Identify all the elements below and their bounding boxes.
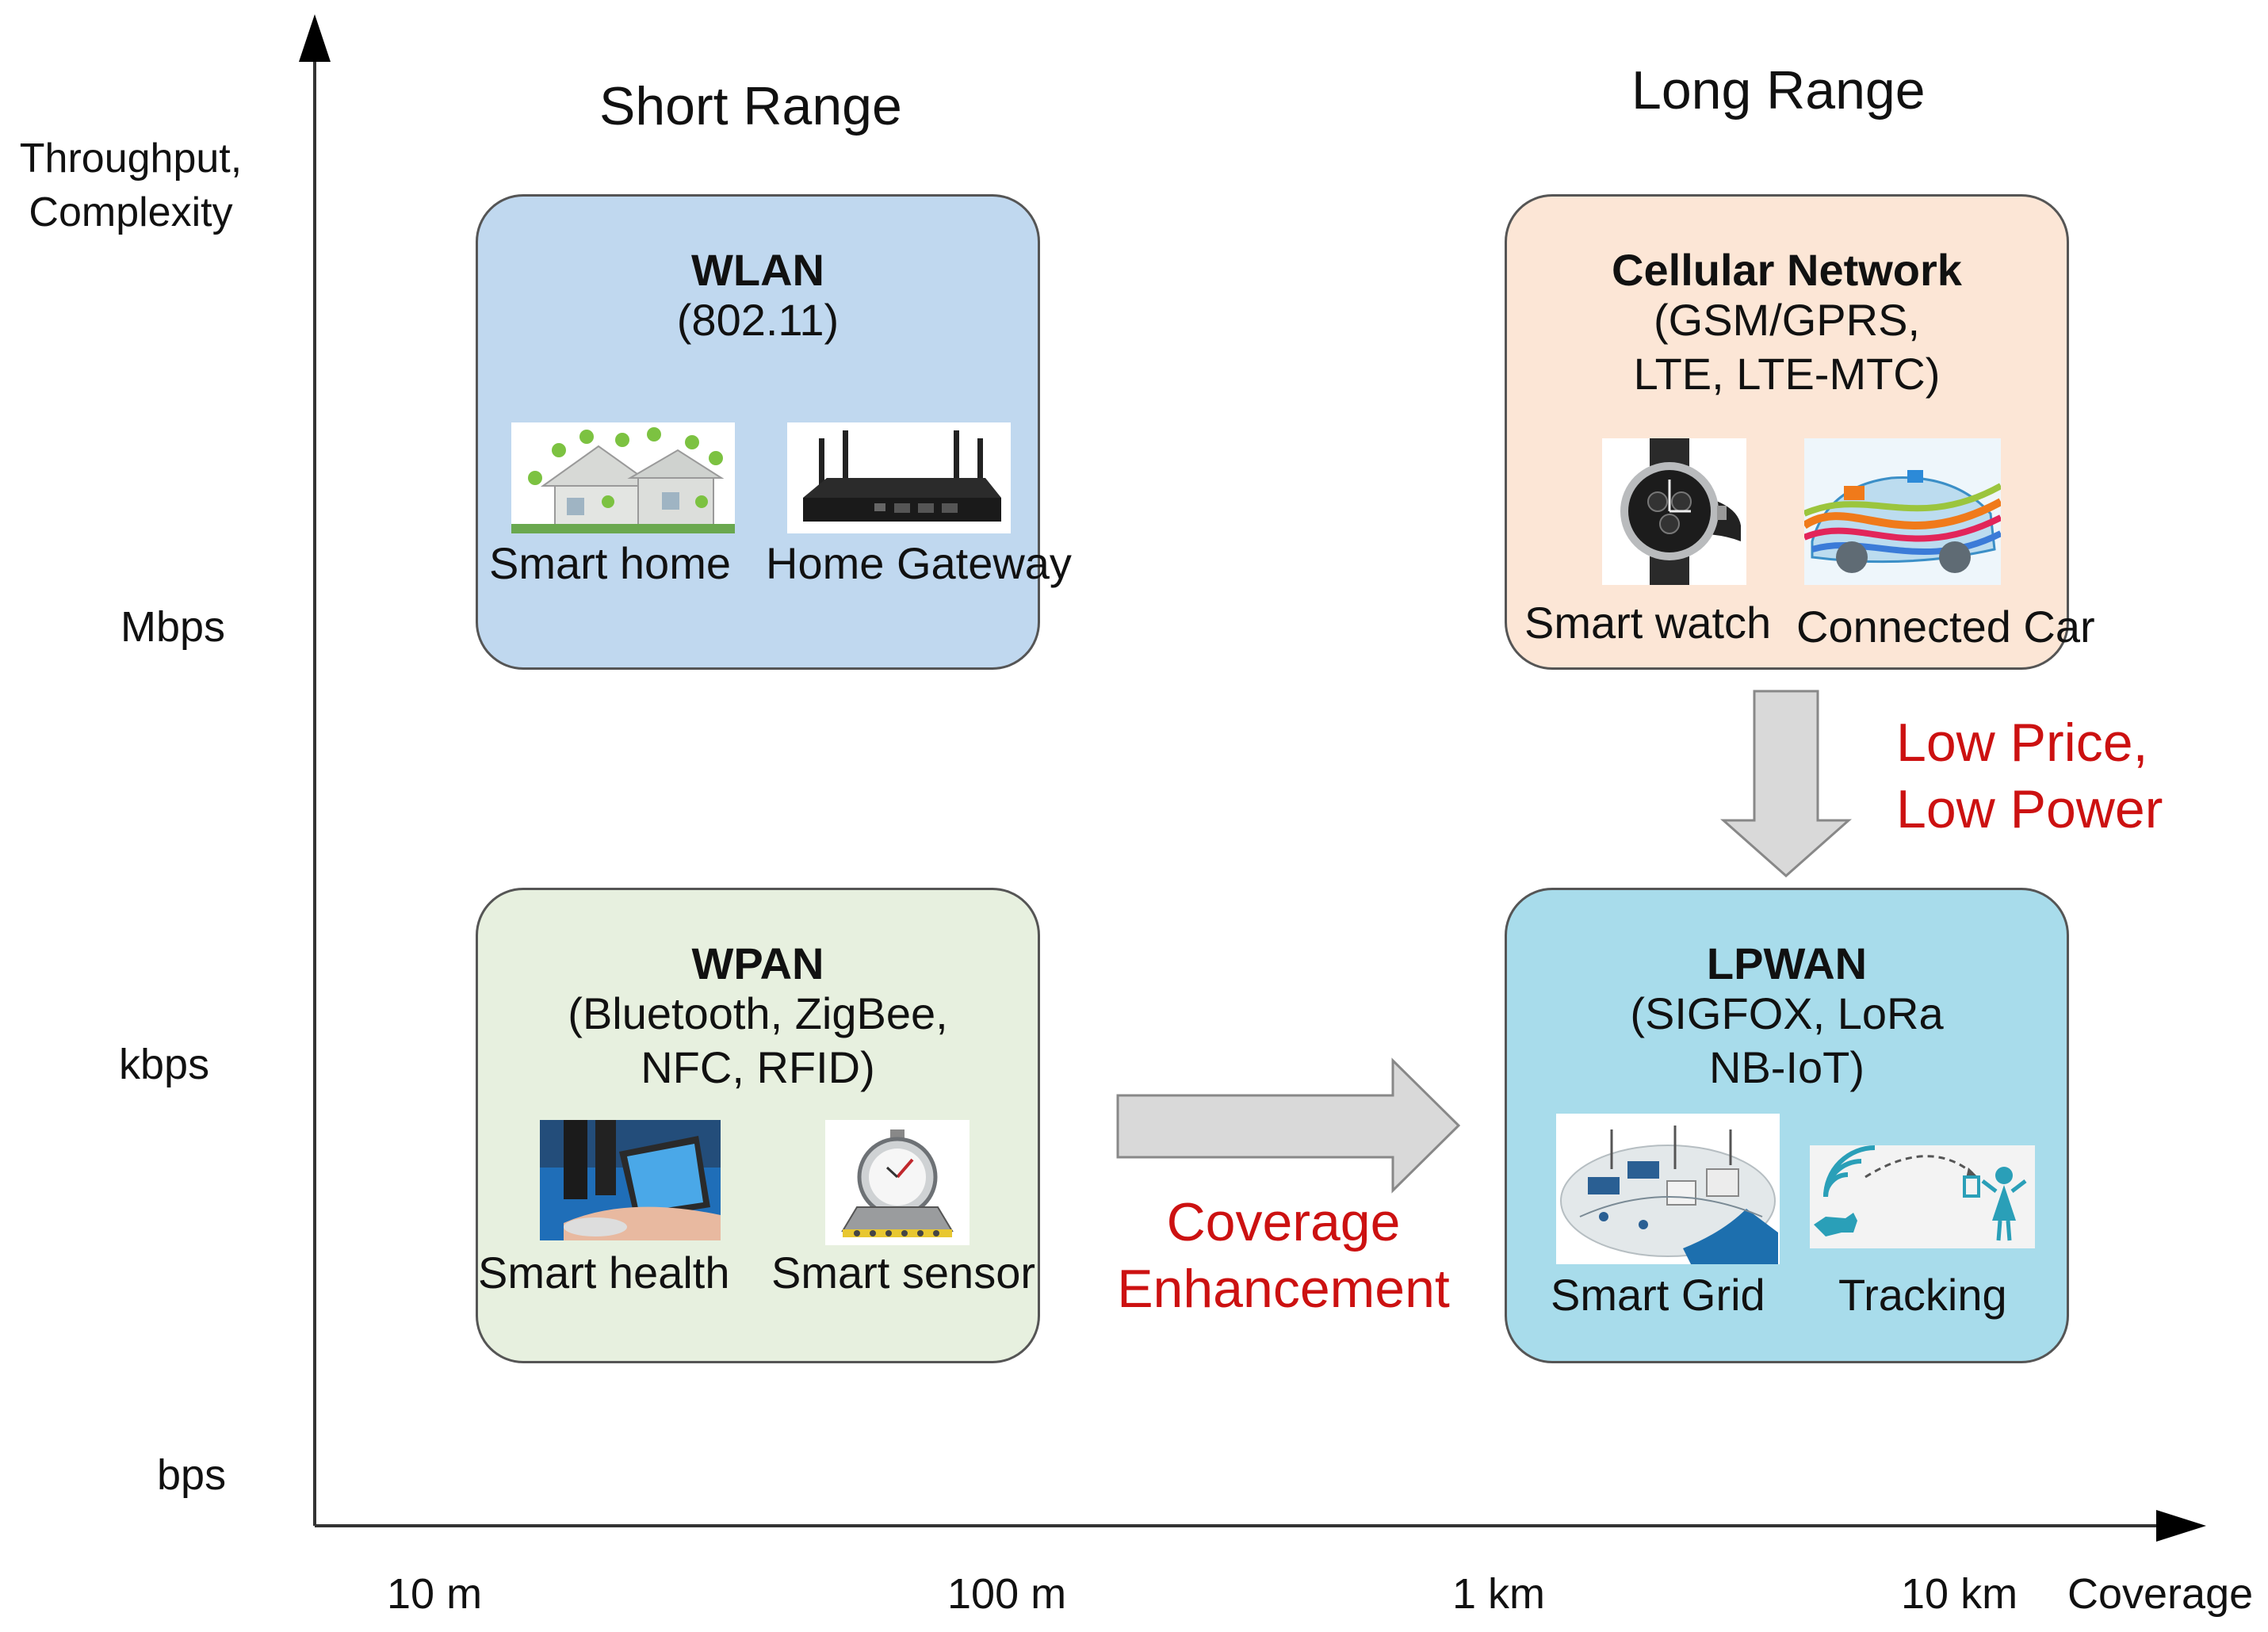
- lpwan-title: LPWAN: [1706, 938, 1868, 988]
- smart-home-image: [511, 422, 735, 533]
- wlan-box: WLAN (802.11): [476, 194, 1072, 670]
- x-tick-10m: 10 m: [387, 1570, 483, 1618]
- smart-home-label: Smart home: [489, 538, 731, 588]
- wlan-subtitle: (802.11): [676, 295, 840, 345]
- home-gateway-image: [787, 422, 1011, 533]
- long-range-title: Long Range: [1631, 60, 1926, 120]
- cellular-box: Cellular Network (GSM/GPRS, LTE, LTE-MTC…: [1505, 194, 2095, 670]
- y-tick-bps: bps: [157, 1451, 227, 1499]
- low-price-annotation: Low Price, Low Power: [1896, 713, 2163, 839]
- coverage-enhancement-annotation: Coverage Enhancement: [1117, 1192, 1450, 1319]
- smart-health-label: Smart health: [478, 1248, 730, 1298]
- y-tick-mbps: Mbps: [120, 603, 226, 651]
- connected-car-label: Connected Car: [1796, 602, 2095, 652]
- tracking-label: Tracking: [1838, 1270, 2007, 1320]
- wlan-title: WLAN: [691, 245, 824, 295]
- right-arrow: [1116, 1057, 1461, 1194]
- smart-health-image: [540, 1120, 721, 1240]
- down-arrow: [1720, 690, 1852, 878]
- x-tick-100m: 100 m: [947, 1570, 1067, 1618]
- x-tick-1km: 1 km: [1452, 1570, 1546, 1618]
- y-axis-label: Throughput, Complexity: [19, 136, 243, 235]
- y-axis-arrowhead: [299, 14, 331, 62]
- smart-grid-image: [1556, 1114, 1780, 1264]
- lpwan-box: LPWAN (SIGFOX, LoRa NB-IoT): [1505, 888, 2069, 1363]
- y-tick-kbps: kbps: [119, 1041, 210, 1088]
- wpan-box: WPAN (Bluetooth, ZigBee, NFC, RFID): [476, 888, 1040, 1363]
- tracking-image: [1810, 1145, 2035, 1248]
- smart-sensor-image: [825, 1120, 970, 1245]
- cellular-title: Cellular Network: [1612, 245, 1962, 295]
- cellular-subtitle: (GSM/GPRS, LTE, LTE-MTC): [1633, 295, 1941, 399]
- smart-watch-image: [1602, 438, 1746, 585]
- x-axis-label: Coverage: [2067, 1570, 2254, 1618]
- smart-grid-label: Smart Grid: [1551, 1270, 1765, 1320]
- x-axis-arrowhead: [2156, 1510, 2206, 1542]
- lpwan-subtitle: (SIGFOX, LoRa NB-IoT): [1630, 988, 1944, 1092]
- connected-car-image: [1804, 438, 2001, 585]
- smart-sensor-label: Smart sensor: [771, 1248, 1035, 1298]
- wpan-title: WPAN: [691, 938, 824, 988]
- short-range-title: Short Range: [599, 76, 902, 136]
- x-tick-10km: 10 km: [1901, 1570, 2018, 1618]
- smart-watch-label: Smart watch: [1524, 598, 1772, 648]
- home-gateway-label: Home Gateway: [766, 538, 1072, 588]
- wpan-subtitle: (Bluetooth, ZigBee, NFC, RFID): [568, 988, 948, 1092]
